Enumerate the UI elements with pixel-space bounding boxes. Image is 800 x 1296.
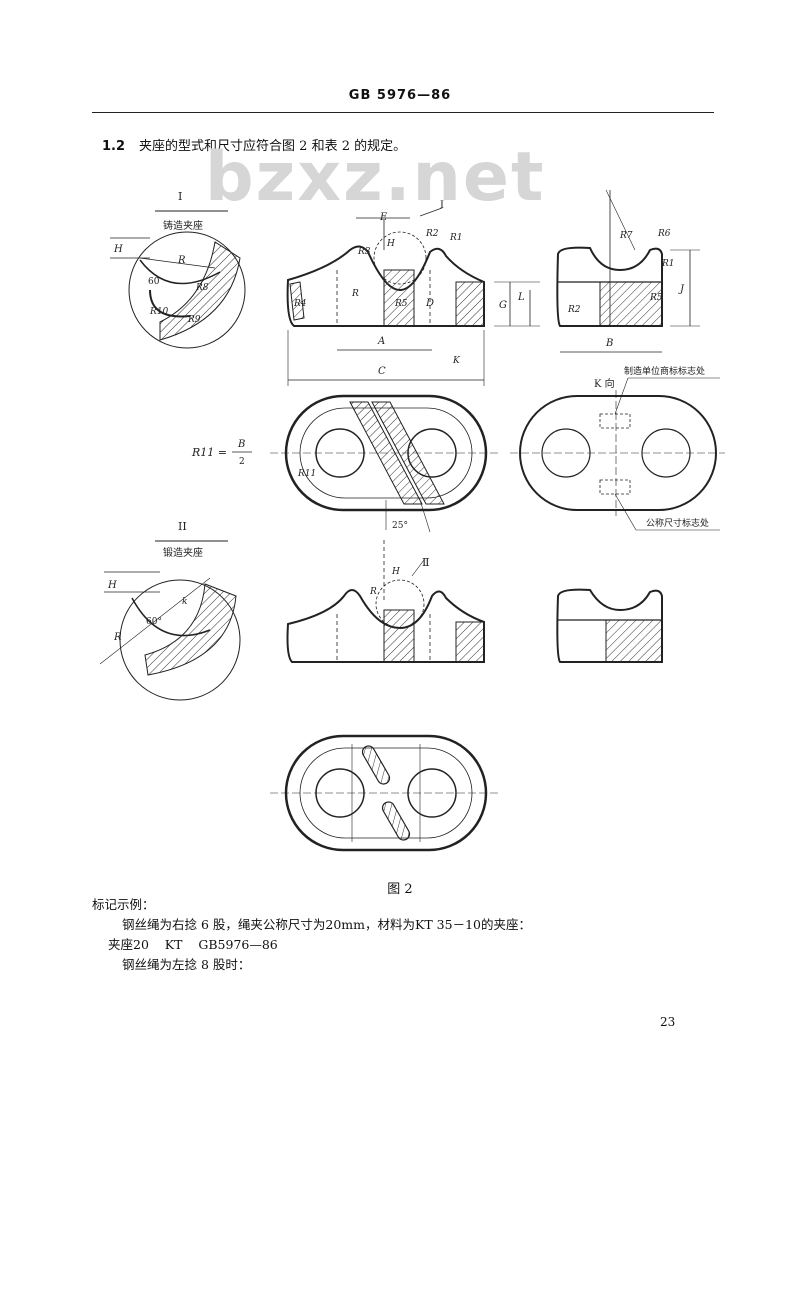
r11-den: 2 bbox=[239, 457, 245, 467]
r11-num: B bbox=[237, 439, 245, 450]
angle-25: 25° bbox=[392, 521, 408, 531]
standard-code-header: GB 5976—86 bbox=[348, 88, 452, 103]
dim-a: A bbox=[377, 336, 385, 347]
detail-i-mark: I bbox=[178, 190, 182, 203]
callout-i: I bbox=[440, 200, 444, 211]
detail-i-cast: I 铸造夹座 H R 60 R8 R9 R10 bbox=[110, 190, 246, 349]
marking-example-heading: 标记示例： bbox=[92, 897, 155, 912]
marking-example-line3: 钢丝绳为左捻 8 股时： bbox=[122, 957, 251, 972]
dim-r7: R7 bbox=[619, 231, 633, 241]
callout-maker-mark: 制造单位商标标志处 bbox=[624, 365, 705, 377]
dim-r2: R2 bbox=[425, 229, 439, 239]
r11-lhs: R11 = bbox=[191, 446, 227, 459]
dim-d: D bbox=[425, 298, 434, 309]
dim-h-i: H bbox=[113, 244, 123, 255]
dim-r1: R1 bbox=[449, 233, 463, 243]
dim-k: K bbox=[452, 356, 461, 366]
front-view-top: I A C E D G L K H R3 R2 R1 R R5 R4 bbox=[286, 200, 540, 386]
dim-b: B bbox=[605, 338, 613, 349]
angle-60-i: 60 bbox=[148, 277, 160, 287]
plan-view-forged bbox=[270, 734, 500, 852]
dim-r1-side: R1 bbox=[661, 259, 675, 269]
figure-caption: 图 2 bbox=[387, 882, 413, 897]
clause-number: 1.2 bbox=[102, 139, 126, 154]
dim-r5-side: R5 bbox=[649, 293, 663, 303]
k-view-label: K 向 bbox=[594, 377, 615, 390]
marking-example-line2: 夹座20 KT GB5976—86 bbox=[108, 937, 278, 952]
dim-g: G bbox=[499, 300, 507, 311]
callout-ii: Ⅱ bbox=[422, 556, 429, 569]
plan-view-top: 25° R11 bbox=[270, 394, 500, 533]
clause-text: 夹座的型式和尺寸应符合图 2 和表 2 的规定。 bbox=[139, 139, 407, 154]
dim-r6: R6 bbox=[657, 229, 671, 239]
dim-e: E bbox=[379, 212, 388, 223]
dim-r-ii: R bbox=[113, 632, 122, 643]
header-rule bbox=[92, 112, 714, 113]
dim-r3: R3 bbox=[357, 247, 371, 257]
detail-i-caption: 铸造夹座 bbox=[163, 219, 203, 232]
dim-r11: R11 bbox=[297, 469, 316, 479]
marking-example-line1: 钢丝绳为右捻 6 股，绳夹公称尺寸为20mm，材料为KT 35－10的夹座： bbox=[122, 917, 531, 932]
callout-size-mark: 公称尺寸标志处 bbox=[646, 517, 709, 529]
dim-r2-side: R2 bbox=[567, 305, 581, 315]
dim-j: J bbox=[678, 284, 685, 295]
dim-h-front: H bbox=[386, 239, 395, 249]
dim-r-front: R bbox=[351, 289, 359, 299]
r11-formula: R11 = B 2 bbox=[191, 439, 252, 467]
dim-r4: R4 bbox=[293, 299, 307, 309]
page-number: 23 bbox=[660, 1015, 676, 1029]
dim-k-ii: k bbox=[182, 597, 187, 607]
detail-ii-mark: II bbox=[178, 520, 187, 533]
dim-h-ii: H bbox=[107, 580, 117, 591]
front-view-forged: Ⅱ R H bbox=[286, 540, 485, 663]
watermark: bzxz.net bbox=[205, 138, 546, 217]
dim-h-forged: H bbox=[391, 567, 400, 577]
angle-60-ii: 60° bbox=[146, 617, 162, 627]
dim-r9-i: R9 bbox=[187, 315, 201, 325]
dim-r5: R5 bbox=[394, 299, 408, 309]
dim-l: L bbox=[517, 292, 525, 303]
detail-ii-caption: 锻造夹座 bbox=[163, 546, 203, 559]
clause-1-2: 1.2 夹座的型式和尺寸应符合图 2 和表 2 的规定。 bbox=[102, 135, 406, 154]
dim-r-forged: R bbox=[369, 587, 377, 597]
detail-ii-forged: II 锻造夹座 H R 60° k bbox=[99, 520, 241, 701]
side-view-top: B J R7 R6 R1 R2 R5 bbox=[556, 189, 700, 353]
dim-r-i: R bbox=[177, 255, 186, 266]
side-view-forged bbox=[556, 588, 663, 663]
dim-r10-i: R10 bbox=[149, 307, 169, 317]
k-view: K 向 制造单位商标标志处 公称尺寸标志处 bbox=[510, 365, 725, 531]
dim-r8-i: R8 bbox=[195, 283, 209, 293]
dim-c: C bbox=[378, 366, 386, 377]
